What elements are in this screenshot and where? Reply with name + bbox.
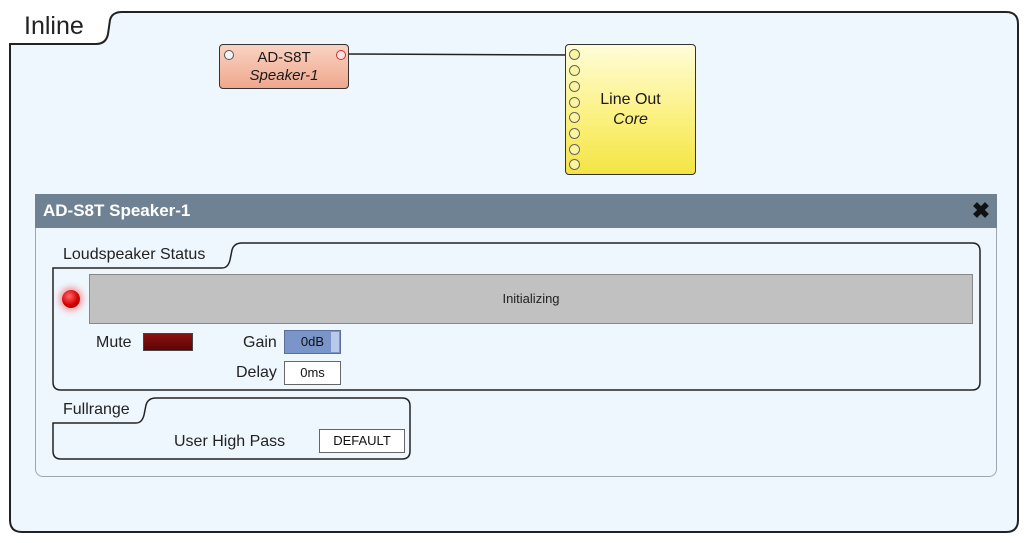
close-icon[interactable]: ✖ bbox=[971, 198, 991, 223]
control-panel bbox=[35, 194, 997, 477]
panel-title: AD-S8T Speaker-1 bbox=[35, 194, 997, 228]
speaker-block-title: AD-S8T bbox=[257, 49, 311, 66]
core-block-title: Line Out bbox=[600, 91, 661, 108]
speaker-block-subtitle: Speaker-1 bbox=[249, 67, 319, 84]
schematic-tab-title[interactable]: Inline bbox=[24, 12, 84, 40]
mute-button[interactable] bbox=[143, 333, 193, 351]
core-input-pin[interactable] bbox=[569, 128, 580, 139]
core-block-subtitle: Core bbox=[613, 111, 648, 128]
delay-label: Delay bbox=[236, 364, 277, 381]
speaker-block[interactable]: AD-S8T Speaker-1 bbox=[219, 44, 349, 89]
speaker-input-pin[interactable] bbox=[224, 50, 234, 60]
delay-input[interactable]: 0ms bbox=[284, 361, 341, 385]
core-input-pin[interactable] bbox=[569, 81, 580, 92]
core-input-pin[interactable] bbox=[569, 144, 580, 155]
core-input-pin[interactable] bbox=[569, 159, 580, 170]
core-input-pin[interactable] bbox=[569, 65, 580, 76]
fullrange-label: Fullrange bbox=[63, 401, 130, 418]
loudspeaker-status-label: Loudspeaker Status bbox=[63, 246, 206, 263]
user-high-pass-select[interactable]: DEFAULT bbox=[319, 429, 405, 453]
core-input-pin[interactable] bbox=[569, 112, 580, 123]
core-input-pin[interactable] bbox=[569, 49, 580, 60]
gain-knob[interactable] bbox=[331, 332, 339, 352]
line-out-core-block[interactable]: Line Out Core bbox=[565, 44, 696, 175]
speaker-output-pin[interactable] bbox=[336, 50, 346, 60]
mute-label: Mute bbox=[96, 334, 132, 351]
gain-label: Gain bbox=[243, 334, 277, 351]
core-input-pin[interactable] bbox=[569, 97, 580, 108]
gain-control[interactable]: 0dB bbox=[284, 330, 341, 354]
status-display: Initializing bbox=[89, 274, 973, 324]
status-led bbox=[62, 290, 80, 308]
gain-value: 0dB bbox=[300, 334, 325, 349]
signal-wire bbox=[343, 53, 571, 56]
user-high-pass-label: User High Pass bbox=[174, 433, 286, 450]
